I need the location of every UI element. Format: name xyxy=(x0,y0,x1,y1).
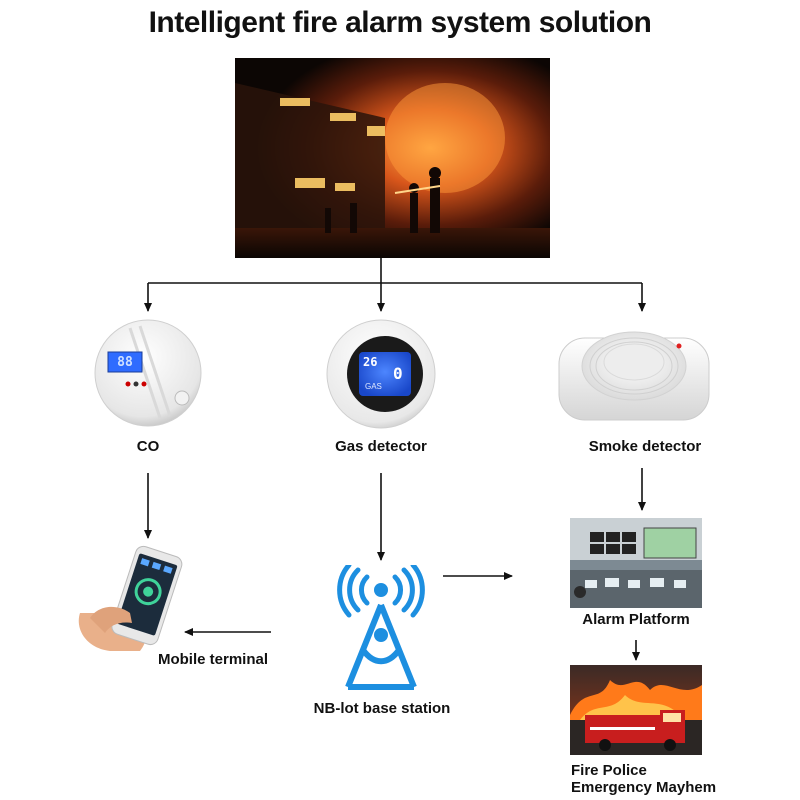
alarm-platform-photo xyxy=(570,518,702,608)
mobile-terminal-label: Mobile terminal xyxy=(157,651,269,668)
fire-police-label-line1: Fire Police xyxy=(571,762,647,779)
page-title: Intelligent fire alarm system solution xyxy=(148,6,652,39)
gas-level-reading: 0 xyxy=(393,364,403,383)
mobile-terminal-image xyxy=(70,543,192,655)
alarm-platform-label: Alarm Platform xyxy=(582,611,690,628)
base-station-label: NB-lot base station xyxy=(313,700,451,717)
co-detector-image: 88 xyxy=(90,318,210,428)
smoke-detector-image xyxy=(555,318,715,426)
fire-scene-photo xyxy=(235,58,550,258)
gas-temperature-reading: 26 xyxy=(363,355,378,369)
fire-truck-photo xyxy=(570,665,702,755)
gas-unit-label: GAS xyxy=(365,382,382,391)
gas-detector-image: 26 0 GAS xyxy=(325,318,437,430)
co-display-value: 88 xyxy=(117,355,133,370)
gas-detector-label: Gas detector xyxy=(335,438,427,455)
smoke-detector-label: Smoke detector xyxy=(588,438,702,455)
base-station-icon xyxy=(336,565,426,695)
fire-police-label-line2: Emergency Mayhem xyxy=(571,779,717,796)
top-distribution-arrows xyxy=(144,258,646,312)
co-label: CO xyxy=(136,438,160,455)
